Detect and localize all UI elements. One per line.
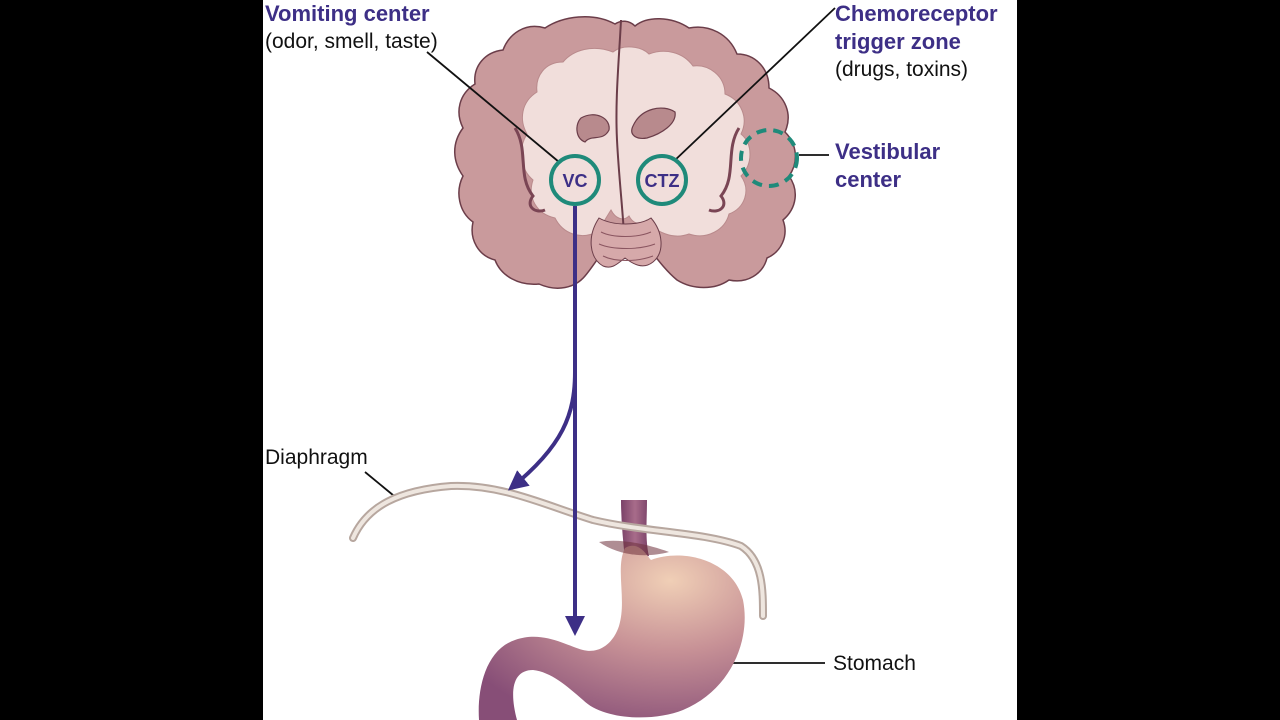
brain-ventricle-left (576, 114, 610, 143)
ctz-pointer-line (672, 7, 836, 163)
brain-section (454, 16, 797, 289)
vc-pointer-line (426, 51, 560, 163)
brain-midline (615, 19, 626, 251)
ctz-circle (636, 154, 688, 206)
ctz-abbrev: CTZ (645, 171, 680, 191)
brain-ventricle-right (631, 107, 676, 139)
stomach-label: Stomach (833, 652, 916, 675)
ctz-subtitle: (drugs, toxins) (835, 58, 969, 81)
cardiac-sphincter-shade (599, 540, 669, 556)
vc-abbrev: VC (562, 171, 587, 191)
vestibular-center-line1: Vestibular (835, 139, 941, 164)
arrow-to-diaphragm (507, 371, 577, 491)
diagram-panel: VC CTZ Vomiting center (odor, smell, tas… (263, 0, 1017, 720)
vestibular-center-line2: center (835, 167, 902, 192)
vomiting-center-subtitle: (odor, smell, taste) (265, 30, 438, 53)
ctz-marker: CTZ (636, 154, 688, 206)
diaphragm-label: Diaphragm (265, 446, 368, 469)
vc-marker: VC (549, 154, 601, 206)
vomiting-pathway-diagram: VC CTZ (349, 7, 836, 720)
vestibular-dashed-circle (739, 128, 799, 188)
vomiting-center-title: Vomiting center (265, 1, 430, 26)
vc-circle (549, 154, 601, 206)
ctz-title-line1: Chemoreceptor (835, 1, 998, 26)
brain-sulcus-left (513, 127, 546, 213)
brain-sulcus-right (708, 127, 741, 213)
brain-white-matter (520, 46, 751, 237)
ctz-title-line2: trigger zone (835, 29, 961, 54)
diaphragm (349, 481, 767, 620)
stomach-body (478, 545, 745, 720)
brain-cerebellum (590, 217, 662, 268)
